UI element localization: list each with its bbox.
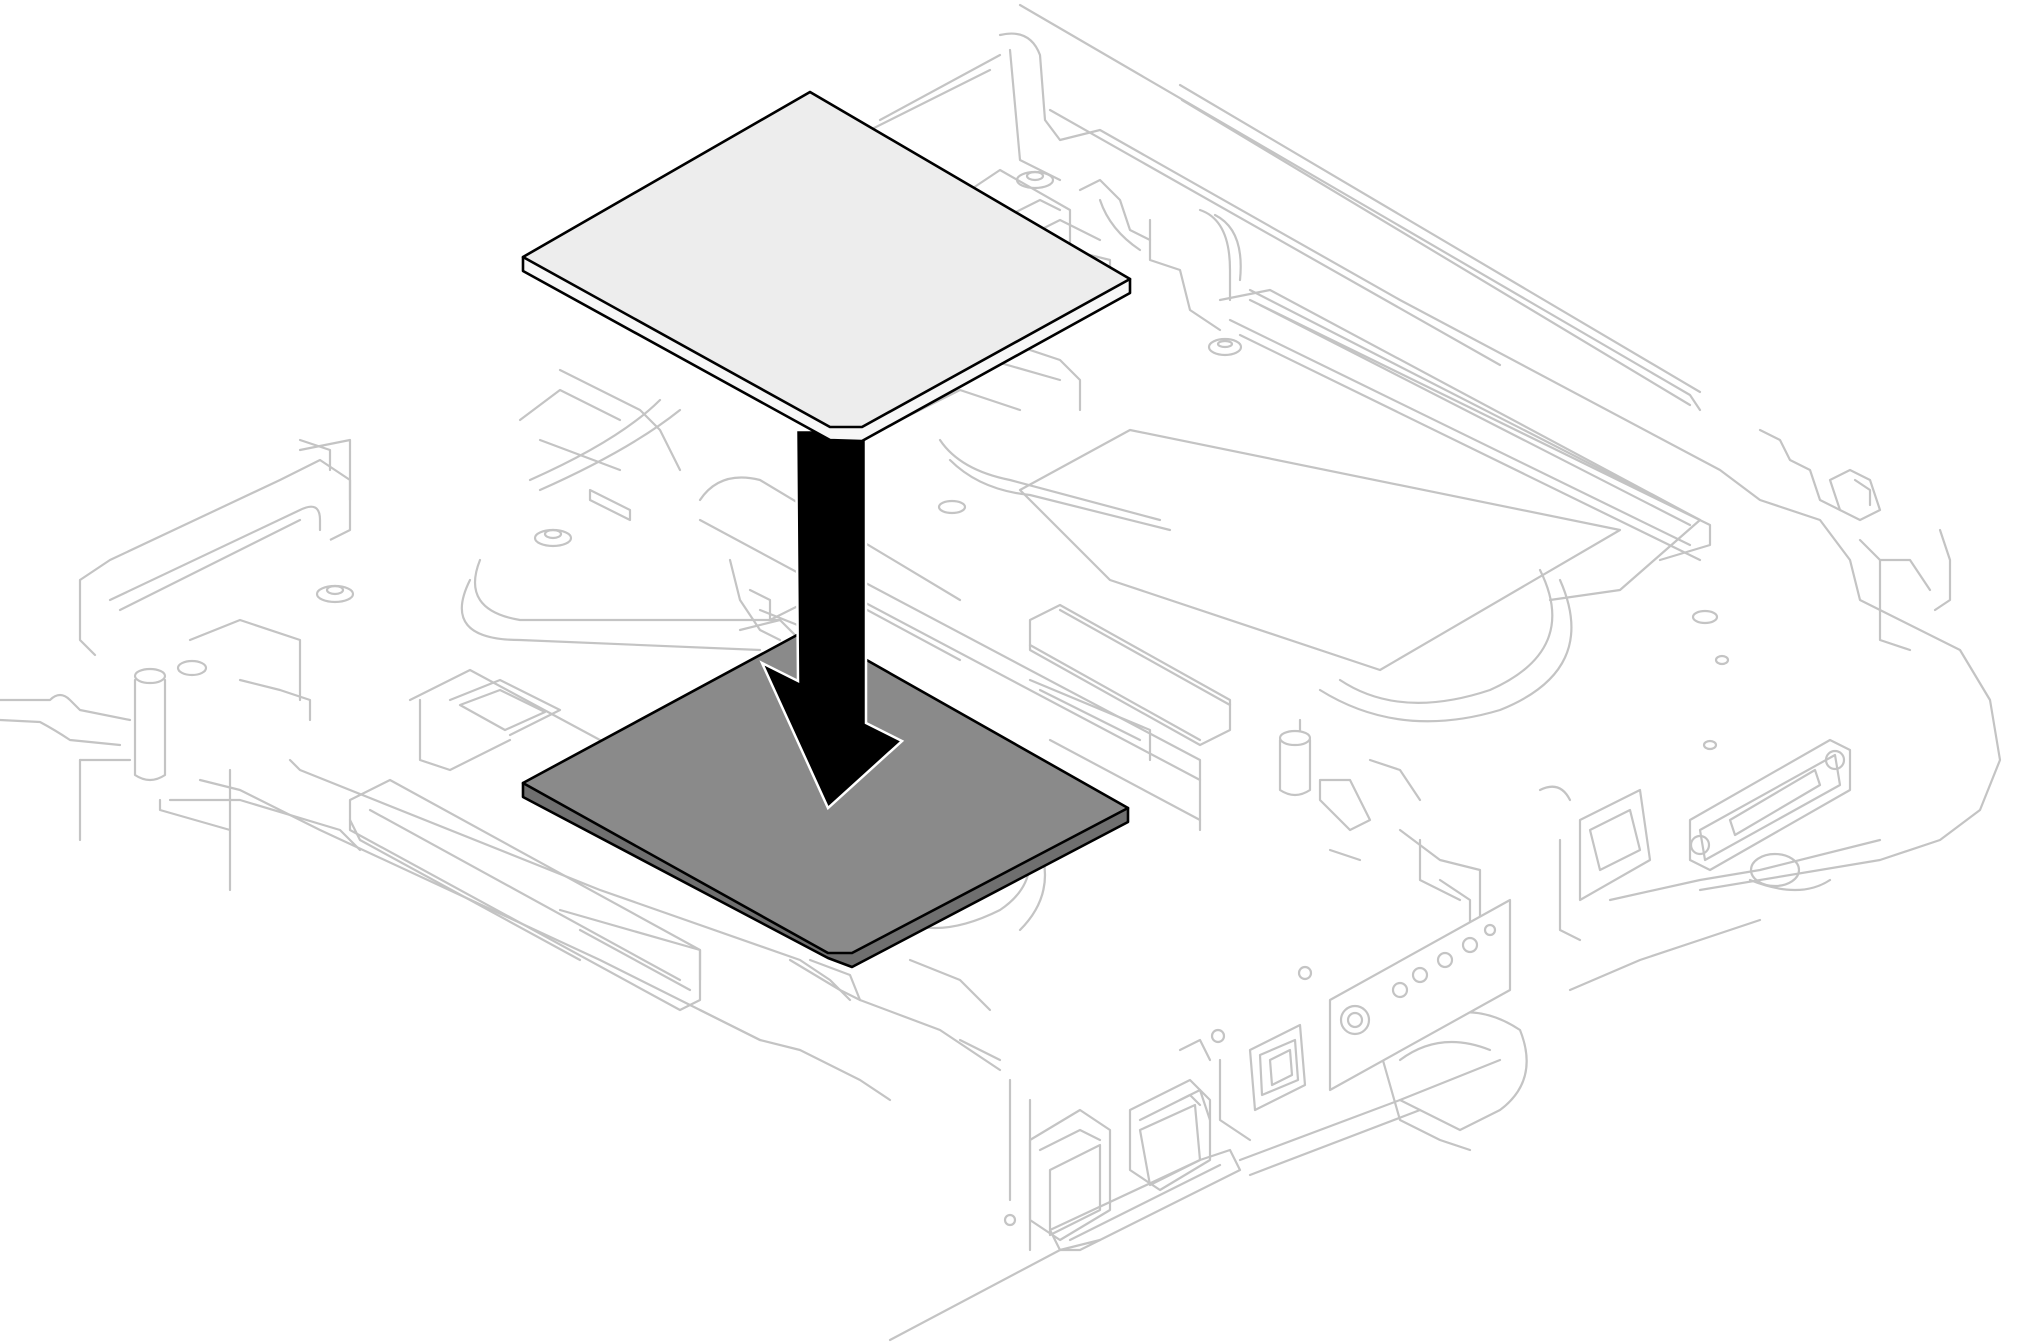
server-board-line-art bbox=[0, 3, 2002, 1342]
new-thermal-pad bbox=[521, 90, 1132, 443]
down-arrow-icon bbox=[759, 428, 905, 811]
